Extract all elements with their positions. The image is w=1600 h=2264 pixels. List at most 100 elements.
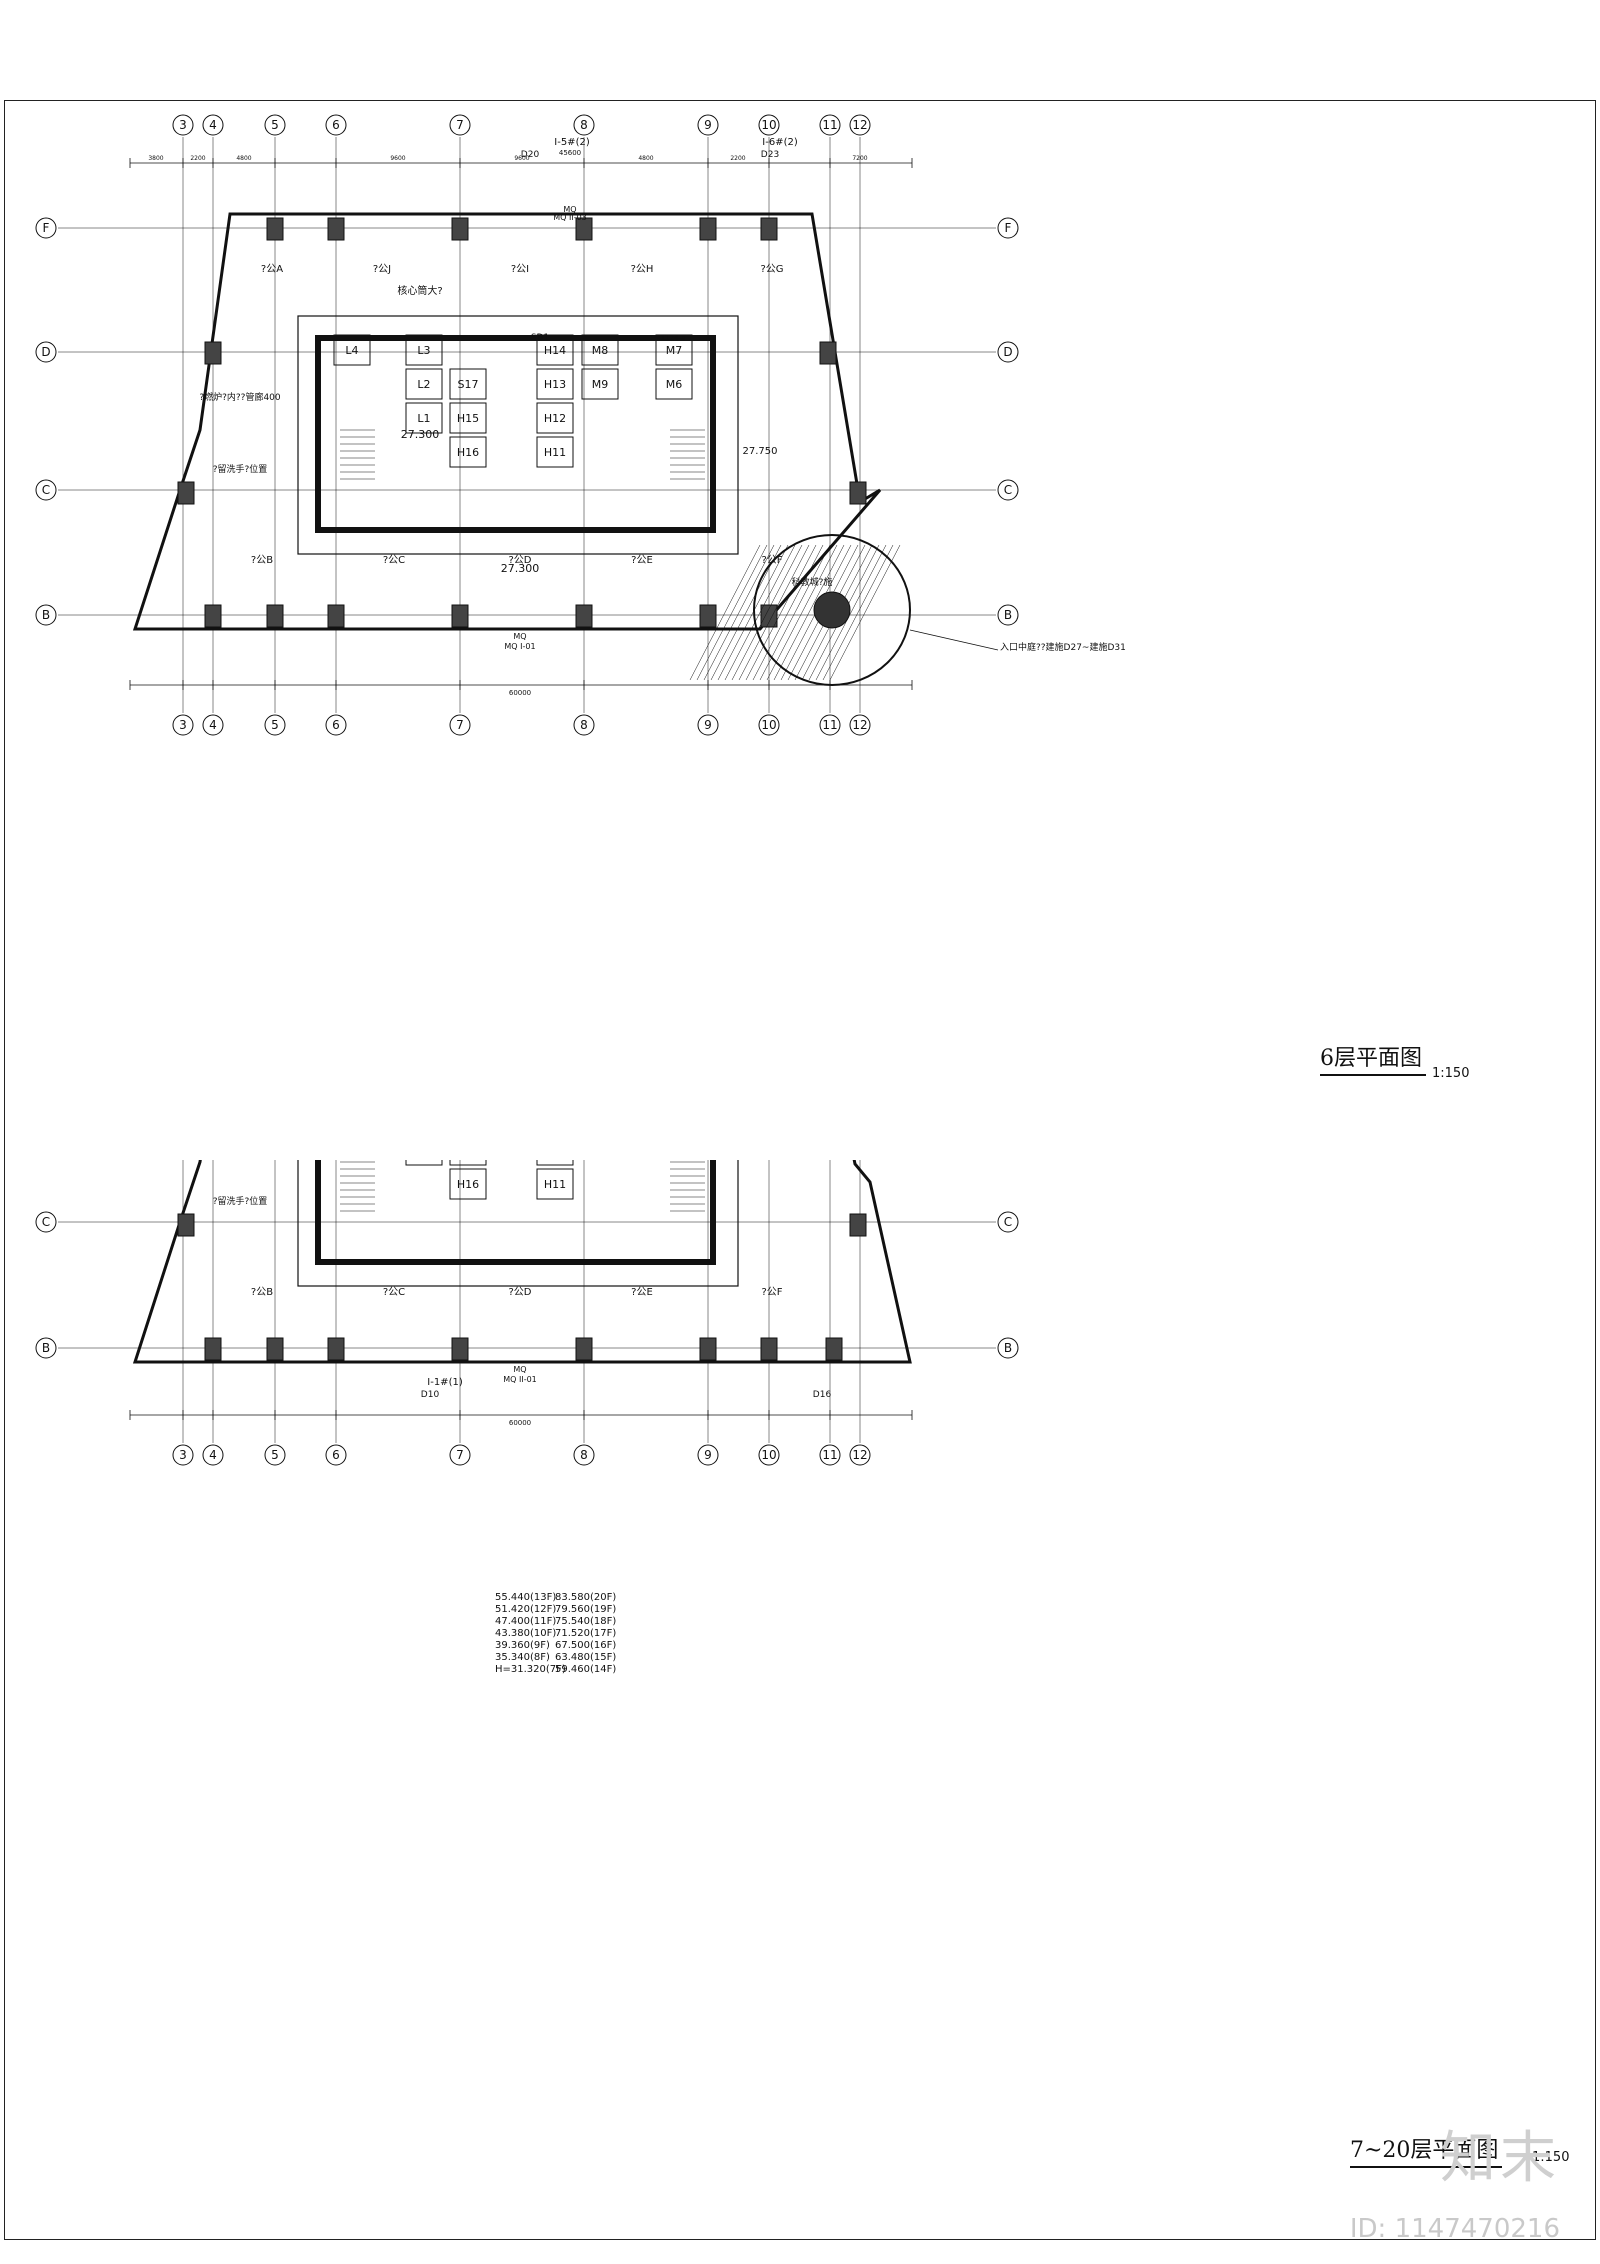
level-value: H=31.320(7F): [495, 1664, 566, 1675]
dim-value: 9600: [390, 155, 405, 162]
axis-bubble-8: [573, 114, 595, 136]
wall-tag: MQ I-01: [504, 642, 535, 651]
axis-label-7: 7: [456, 118, 464, 132]
building-outline: [132, 212, 882, 631]
column: [451, 1337, 469, 1361]
level-value: 71.520(17F): [555, 1628, 616, 1639]
column: [327, 604, 345, 628]
room-label: ?公J: [373, 264, 391, 275]
room-label: ?公B: [251, 1287, 273, 1298]
entrance-note: 入口中庭??建施D27~建施D31: [1000, 641, 1126, 653]
atrium-hatch: [829, 544, 901, 681]
column: [699, 217, 717, 241]
drawing-frame: [4, 100, 1596, 2240]
axis-bubble-6: [325, 714, 347, 736]
axis-label-8: 8: [580, 118, 588, 132]
detail-ref: D20: [521, 150, 540, 160]
room-label: ?公D: [508, 555, 531, 566]
axis-label-B: B: [42, 1341, 50, 1355]
elevator-shaft: [449, 436, 487, 468]
axis-bubble-5: [264, 1444, 286, 1466]
sd-tag: SD1: [531, 333, 549, 343]
column: [266, 1337, 284, 1361]
column: [177, 481, 195, 505]
dim-value: 7200: [852, 155, 867, 162]
axis-bubble-7: [449, 114, 471, 136]
elevator-label: H13: [544, 378, 566, 391]
axis-label-C: C: [1004, 483, 1012, 497]
column: [575, 604, 593, 628]
elevator-label: L1: [417, 412, 430, 425]
level-value: 35.340(8F): [495, 1652, 550, 1663]
axis-bubble-3: [172, 114, 194, 136]
dim-value: 2200: [730, 155, 745, 162]
axis-bubble-3: [172, 714, 194, 736]
column: [849, 1213, 867, 1237]
atrium-hatch: [745, 544, 817, 681]
dim-value: 3800: [148, 155, 163, 162]
axis-label-10: 10: [761, 118, 776, 132]
leader-line: [909, 629, 999, 651]
axis-bubble-D: [35, 341, 57, 363]
axis-label-5: 5: [271, 718, 279, 732]
axis-bubble-9: [697, 114, 719, 136]
level-value: 47.400(11F): [495, 1616, 556, 1627]
axis-label-B: B: [42, 608, 50, 622]
axis-label-7: 7: [456, 718, 464, 732]
room-label: ?公E: [631, 1287, 653, 1298]
axis-bubble-C: [35, 479, 57, 501]
room-note: ?燃炉?内??管廊400: [199, 391, 281, 403]
axis-label-C: C: [42, 1215, 50, 1229]
column: [760, 1337, 778, 1361]
plan-title-7-20: 7~20层平面图: [1350, 2132, 1503, 2168]
atrium-hatch: [752, 544, 824, 681]
room-note: ?留洗手?位置: [213, 463, 268, 475]
axis-label-C: C: [1004, 1215, 1012, 1229]
elevator-label: H12: [544, 412, 566, 425]
column: [760, 604, 778, 628]
atrium-column: [813, 591, 851, 629]
axis-label-12: 12: [852, 718, 867, 732]
elevator-label: S17: [458, 378, 479, 391]
level-value: 39.360(9F): [495, 1640, 550, 1651]
elevator-shaft: [333, 334, 371, 366]
axis-bubble-8: [573, 1444, 595, 1466]
room-label: ?公C: [383, 555, 405, 566]
elevator-shaft: [655, 334, 693, 366]
elevator-shaft: [536, 368, 574, 400]
elevator-shaft: [581, 368, 619, 400]
elevator-shaft: [405, 334, 443, 366]
axis-bubble-9: [697, 714, 719, 736]
room-label: ?公D: [508, 1287, 531, 1298]
elevator-label: L3: [417, 344, 430, 357]
room-label: ?公I: [511, 264, 529, 275]
column: [825, 1337, 843, 1361]
elevator-label: H11: [544, 1178, 566, 1191]
atrium-outline: [753, 534, 911, 686]
axis-label-8: 8: [580, 1448, 588, 1462]
axis-bubble-11: [819, 1444, 841, 1466]
axis-bubble-11: [819, 114, 841, 136]
axis-bubble-9: [697, 1444, 719, 1466]
atrium-hatch: [773, 544, 845, 681]
axis-bubble-10: [758, 114, 780, 136]
axis-label-6: 6: [332, 718, 340, 732]
axis-label-D: D: [41, 345, 50, 359]
axis-label-11: 11: [822, 118, 837, 132]
elevator-shaft: [536, 1168, 574, 1200]
axis-bubble-5: [264, 114, 286, 136]
elevator-shaft: [449, 1168, 487, 1200]
level-value: 83.580(20F): [555, 1592, 616, 1603]
wall-tag: MQ: [563, 205, 576, 214]
atrium-hatch: [766, 544, 838, 681]
plan-scale-7-20: 1:150: [1532, 2150, 1570, 2165]
atrium-hatch: [731, 544, 803, 681]
building-outline: [132, 1160, 912, 1364]
axis-bubble-12: [849, 114, 871, 136]
atrium-hatch: [815, 544, 887, 681]
axis-label-12: 12: [852, 1448, 867, 1462]
room-note: ?留洗手?位置: [213, 1195, 268, 1207]
axis-label-9: 9: [704, 118, 712, 132]
axis-label-10: 10: [761, 718, 776, 732]
